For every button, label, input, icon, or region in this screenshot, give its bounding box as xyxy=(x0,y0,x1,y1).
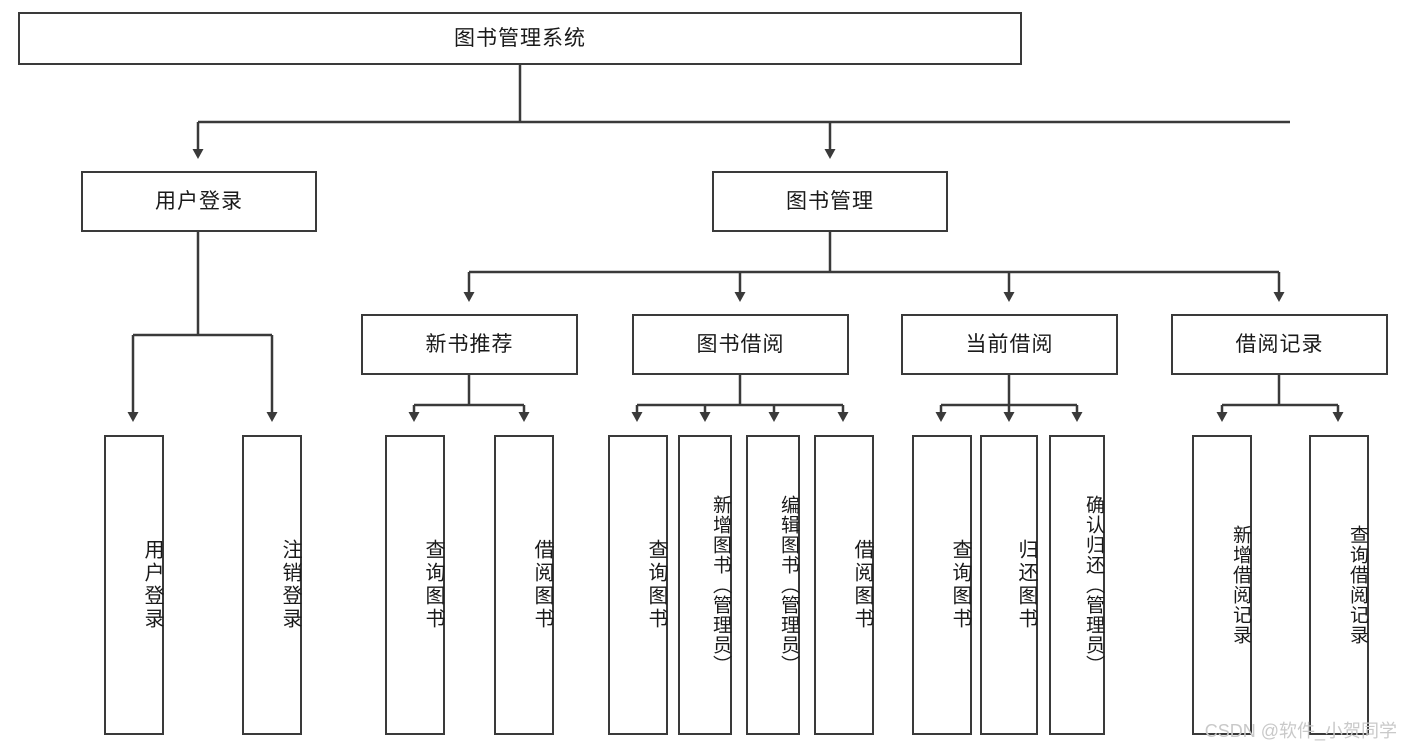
leaf-confirm-return-admin[interactable]: 确认归还（管理员） xyxy=(1049,435,1105,735)
node-user-login[interactable]: 用户登录 xyxy=(81,171,317,232)
leaf-return-book[interactable]: 归还图书 xyxy=(980,435,1038,735)
node-root-system[interactable]: 图书管理系统 xyxy=(18,12,1022,65)
leaf-add-borrow-record[interactable]: 新增借阅记录 xyxy=(1192,435,1252,735)
leaf-edit-book-admin[interactable]: 编辑图书（管理员） xyxy=(746,435,800,735)
leaf-query-book-borrow[interactable]: 查询图书 xyxy=(608,435,668,735)
node-book-borrow[interactable]: 图书借阅 xyxy=(632,314,849,375)
leaf-query-book-current[interactable]: 查询图书 xyxy=(912,435,972,735)
node-current-borrow[interactable]: 当前借阅 xyxy=(901,314,1118,375)
leaf-user-logout[interactable]: 注销登录 xyxy=(242,435,302,735)
leaf-add-book-admin[interactable]: 新增图书（管理员） xyxy=(678,435,732,735)
leaf-borrow-book-new[interactable]: 借阅图书 xyxy=(494,435,554,735)
leaf-query-book-new[interactable]: 查询图书 xyxy=(385,435,445,735)
csdn-watermark: CSDN @软件_小贺同学 xyxy=(1204,721,1397,741)
leaf-query-borrow-record[interactable]: 查询借阅记录 xyxy=(1309,435,1369,735)
leaf-borrow-book[interactable]: 借阅图书 xyxy=(814,435,874,735)
node-new-book-recommend[interactable]: 新书推荐 xyxy=(361,314,578,375)
node-book-management[interactable]: 图书管理 xyxy=(712,171,948,232)
leaf-user-login[interactable]: 用户登录 xyxy=(104,435,164,735)
node-borrow-record[interactable]: 借阅记录 xyxy=(1171,314,1388,375)
